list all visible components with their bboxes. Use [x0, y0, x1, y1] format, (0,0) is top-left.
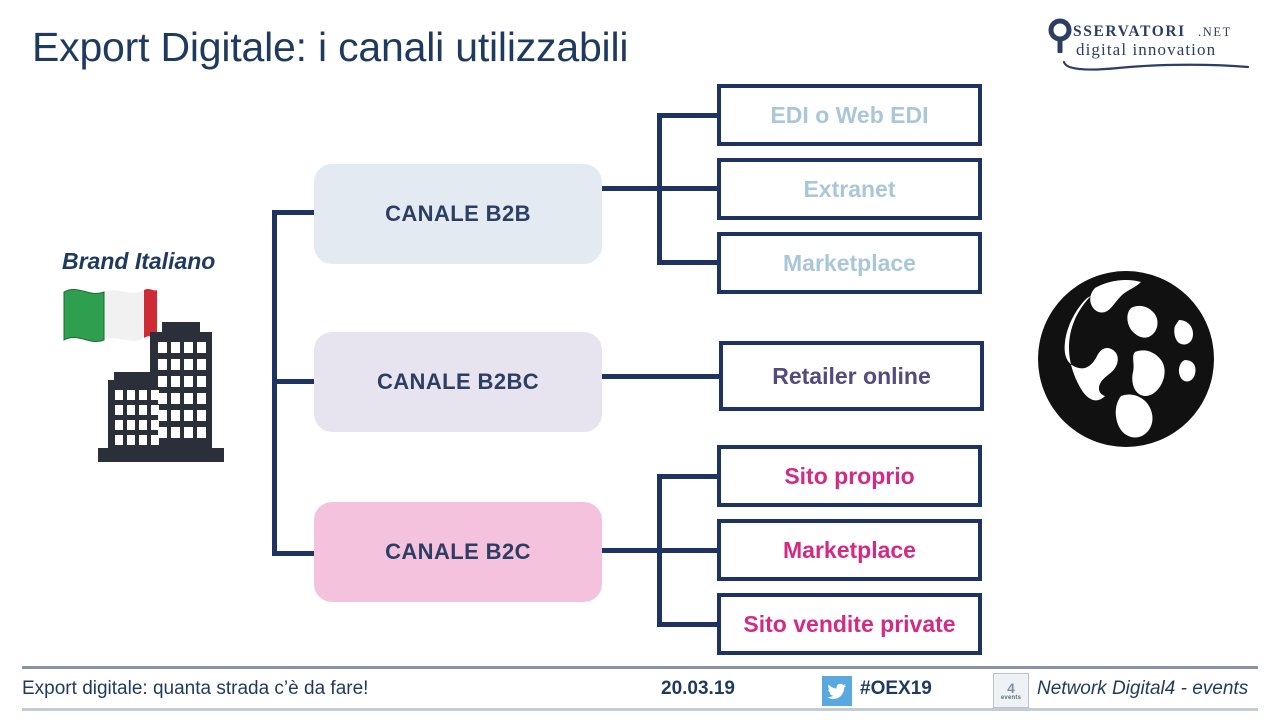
brand-italiano-label: Brand Italiano: [62, 248, 216, 274]
b2c-leaf1-line: [657, 474, 719, 479]
b2c-leaf-sito-vendite-private[interactable]: Sito vendite private: [717, 593, 982, 655]
channel-b2b-node[interactable]: CANALE B2B: [314, 164, 602, 264]
globe-icon: [1035, 268, 1217, 450]
footer-deck-title: Export digitale: quanta strada c’è da fa…: [22, 678, 369, 699]
footer-divider-top: [22, 666, 1258, 669]
svg-text:SSERVATORI: SSERVATORI: [1073, 23, 1186, 40]
trunk-branch-b2c: [272, 551, 318, 556]
svg-text:.NET: .NET: [1198, 25, 1232, 39]
svg-text:digital innovation: digital innovation: [1076, 40, 1216, 59]
b2bc-leaf-retailer-online[interactable]: Retailer online: [719, 341, 984, 411]
osservatori-net-logo: SSERVATORI .NET digital innovation: [1048, 18, 1266, 76]
page-title: Export Digitale: i canali utilizzabili: [32, 24, 629, 70]
channel-b2c-node[interactable]: CANALE B2C: [314, 502, 602, 602]
digital4-events-icon: 4 events: [993, 673, 1029, 708]
b2c-stem-line: [600, 548, 662, 553]
b2c-leaf-sito-proprio[interactable]: Sito proprio: [717, 445, 982, 507]
footer-hashtag: #OEX19: [860, 678, 932, 699]
b2b-leaf1-line: [657, 113, 719, 118]
office-buildings-icon: [88, 318, 233, 466]
b2b-stem-line: [600, 186, 662, 191]
twitter-bird-icon[interactable]: [822, 676, 852, 706]
b2c-leaf2-line: [657, 548, 719, 553]
digital4-icon-sub: events: [1000, 694, 1022, 701]
b2b-leaf3-line: [657, 260, 719, 265]
trunk-branch-b2bc: [272, 379, 318, 384]
b2b-leaf-marketplace[interactable]: Marketplace: [717, 232, 982, 294]
b2b-leaf2-line: [657, 186, 719, 191]
b2b-leaf-edi[interactable]: EDI o Web EDI: [717, 84, 982, 146]
footer-network-label: Network Digital4 - events: [1037, 678, 1249, 699]
b2c-leaf3-line: [657, 622, 719, 627]
channel-b2bc-node[interactable]: CANALE B2BC: [314, 332, 602, 432]
trunk-branch-b2b: [272, 210, 318, 215]
footer-divider-bottom: [22, 708, 1258, 711]
b2c-leaf-marketplace[interactable]: Marketplace: [717, 519, 982, 581]
digital4-icon-number: 4: [1007, 679, 1015, 696]
footer-date: 20.03.19: [661, 678, 735, 699]
italian-flag-icon: [60, 284, 160, 356]
b2bc-stem-line: [600, 374, 720, 379]
b2b-leaf-extranet[interactable]: Extranet: [717, 158, 982, 220]
